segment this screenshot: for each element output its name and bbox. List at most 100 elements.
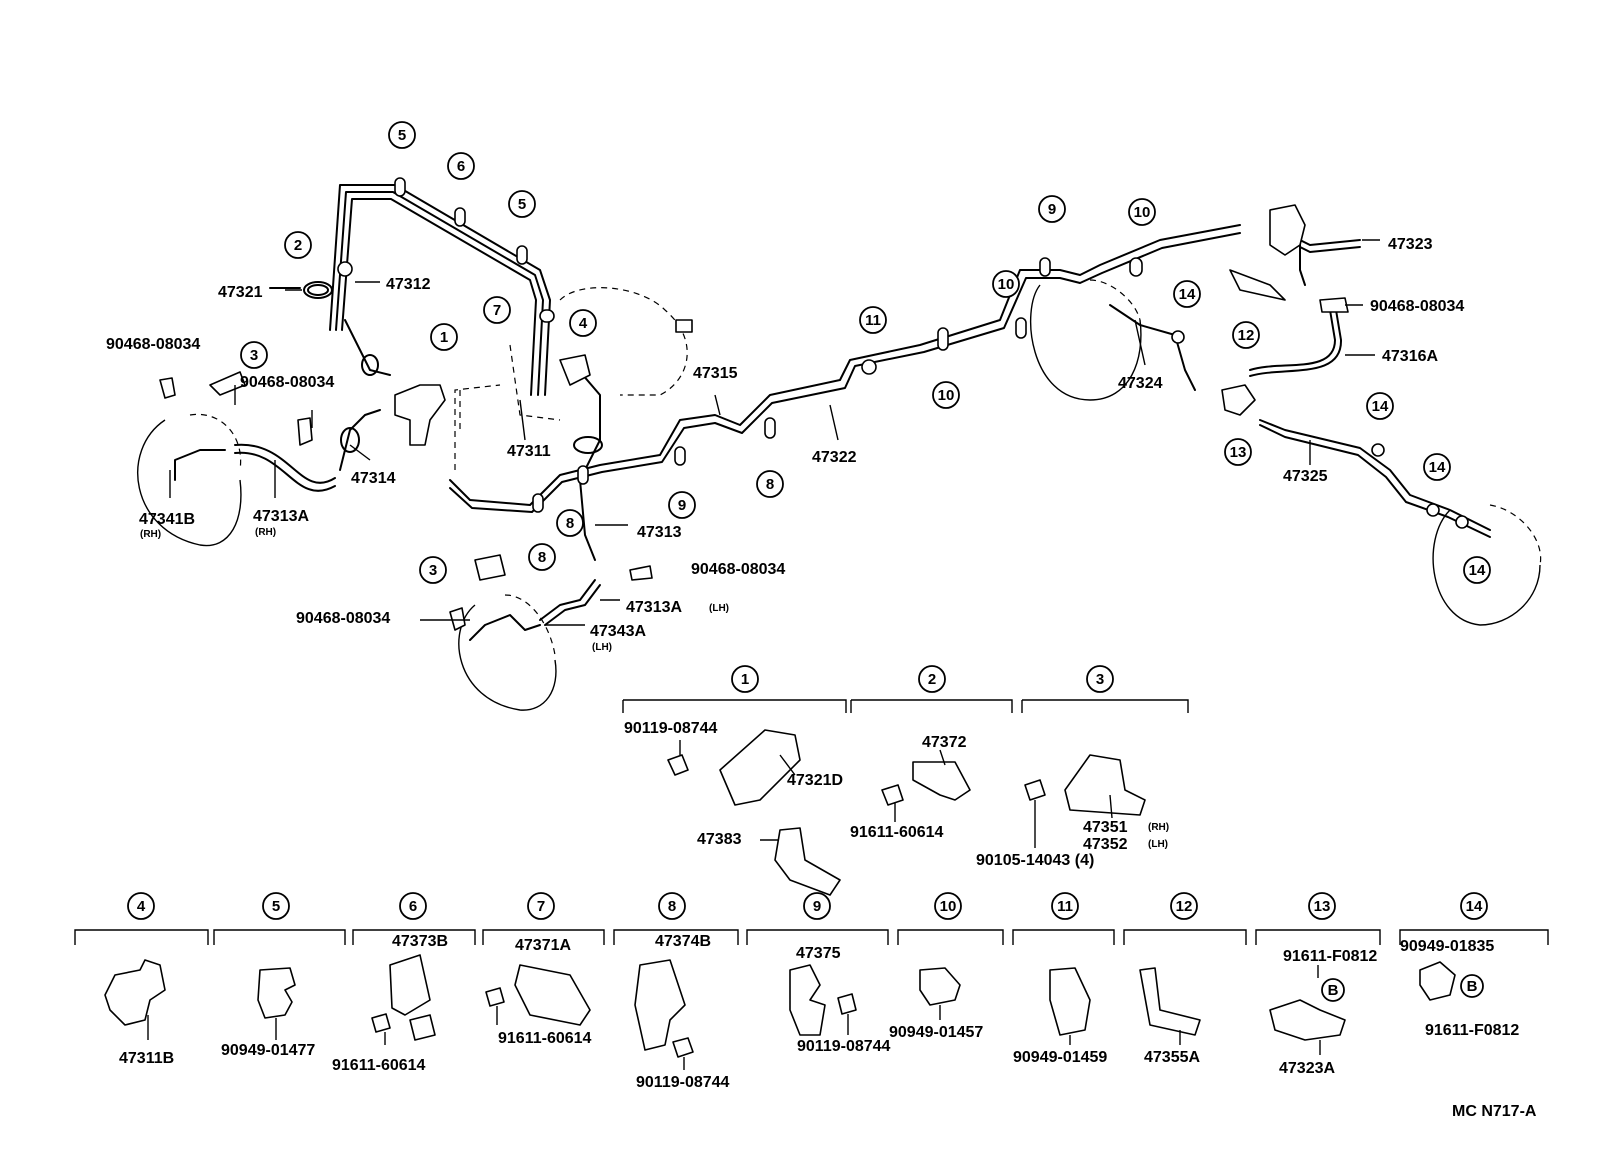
g6-91611-60614: 91611-60614	[332, 1057, 426, 1074]
svg-text:3: 3	[1096, 671, 1104, 688]
clip-icon	[159, 377, 176, 399]
clamp-icon	[337, 261, 353, 277]
clip-icon	[629, 565, 653, 581]
g5-90949-01477: 90949-01477	[221, 1042, 315, 1059]
g8-90119-08744: 90119-08744	[636, 1074, 730, 1091]
g13-47323A: 47323A	[1279, 1060, 1335, 1077]
wheel-outlines	[137, 279, 1542, 711]
callout-6: 6	[447, 152, 475, 180]
svg-text:10: 10	[938, 387, 955, 404]
part-90468-08034-d: 90468-08034	[296, 610, 390, 627]
svg-text:13: 13	[1314, 898, 1331, 915]
clamp-47373B-icon	[389, 954, 431, 1016]
g14-91611-F0812: 91611-F0812	[1425, 1022, 1519, 1039]
part-47314: 47314	[351, 470, 396, 487]
junction-47323A-icon	[1269, 999, 1346, 1041]
clamp-icon	[1015, 317, 1027, 339]
g2-91611-60614: 91611-60614	[850, 824, 944, 841]
g3-side-rh: (RH)	[1148, 822, 1169, 833]
callout-10c: 10	[1128, 198, 1156, 226]
g11-90949-01459: 90949-01459	[1013, 1049, 1107, 1066]
main-part-labels: 47321 47312 90468-08034 90468-08034 4734…	[106, 236, 1464, 653]
bolt-icon	[371, 1013, 391, 1033]
bracket-3-icon	[474, 554, 506, 581]
clamp-icon	[394, 177, 406, 197]
part-47323: 47323	[1388, 236, 1433, 253]
callout-9a: 9	[668, 491, 696, 519]
callout-8a: 8	[556, 509, 584, 537]
callout-14c: 14	[1423, 453, 1451, 481]
g10-90949-01457: 90949-01457	[889, 1024, 983, 1041]
callout-14d: 14	[1463, 556, 1491, 584]
part-90468-08034-a: 90468-08034	[106, 336, 200, 353]
part-47324: 47324	[1118, 375, 1163, 392]
clamp-icon	[532, 493, 544, 513]
svg-text:B: B	[1467, 978, 1478, 995]
clamp-icon	[454, 207, 466, 227]
svg-text:14: 14	[1372, 398, 1389, 415]
callout-7: 7	[483, 296, 511, 324]
clamp-icon	[516, 245, 528, 265]
callout-1: 1	[430, 323, 458, 351]
side-lh-2: (LH)	[592, 642, 612, 653]
g1-90119-08744: 90119-08744	[624, 720, 718, 737]
g3-47352: 47352	[1083, 836, 1128, 853]
clamp-icon	[1426, 503, 1440, 517]
part-47341B: 47341B	[139, 511, 195, 528]
g9-90119-08744: 90119-08744	[797, 1038, 891, 1055]
bracket-icon	[409, 1014, 436, 1041]
svg-text:6: 6	[409, 898, 417, 915]
callout-5a: 5	[388, 121, 416, 149]
side-rh-1: (RH)	[140, 529, 161, 540]
g8-47374B: 47374B	[655, 933, 711, 950]
rear-valve-icon	[1269, 204, 1306, 256]
svg-text:5: 5	[398, 127, 406, 144]
bolt-icon	[672, 1037, 694, 1058]
part-47313: 47313	[637, 524, 682, 541]
side-rh-2: (RH)	[255, 527, 276, 538]
svg-text:10: 10	[1134, 204, 1151, 221]
part-47321: 47321	[218, 284, 263, 301]
svg-text:8: 8	[538, 549, 546, 566]
svg-text:12: 12	[1238, 327, 1255, 344]
part-47343A: 47343A	[590, 623, 646, 640]
bracket-3-icon	[209, 371, 246, 396]
svg-text:8: 8	[566, 515, 574, 532]
detail-groups-row2: 4 5 6 7 8 9 10 11 12 13 14 47311B 90949-…	[74, 892, 1549, 1091]
valve-47321D-icon	[719, 729, 801, 806]
callout-14b: 14	[1366, 392, 1394, 420]
bolt-icon	[837, 993, 857, 1015]
callout-5b: 5	[508, 190, 536, 218]
part-90468-08034-c: 90468-08034	[691, 561, 785, 578]
clamp-47374B-icon	[634, 959, 686, 1051]
side-lh-1: (LH)	[709, 603, 729, 614]
detail-groups-row1: 1 2 3 90119-08744 47321D 47383 47372 916…	[622, 665, 1189, 896]
bolt-icon	[667, 754, 689, 776]
clamp-47375-icon	[789, 964, 826, 1036]
callout-4: 4	[569, 309, 597, 337]
g3-side-lh: (LH)	[1148, 839, 1168, 850]
proportioning-valve-icon	[394, 384, 446, 446]
diagram-code: MC N717-A	[1452, 1103, 1537, 1120]
bracket-47383-icon	[774, 827, 841, 896]
part-47322: 47322	[812, 449, 857, 466]
g3-47351: 47351	[1083, 819, 1128, 836]
g14-90949-01835: 90949-01835	[1400, 938, 1494, 955]
g6-47373B: 47373B	[392, 933, 448, 950]
clamp-icon	[861, 359, 877, 375]
clamp-icon	[937, 327, 949, 351]
svg-text:B: B	[1328, 982, 1339, 999]
main-components	[159, 177, 1469, 631]
part-90468-08034-b: 90468-08034	[240, 374, 334, 391]
bracket-47355A-icon	[1139, 967, 1201, 1036]
callout-2: 2	[284, 231, 312, 259]
svg-text:6: 6	[457, 158, 465, 175]
part-47311: 47311	[507, 443, 551, 460]
svg-text:14: 14	[1429, 459, 1446, 476]
bolt-icon	[881, 784, 904, 806]
callout-13a: 13	[1224, 438, 1252, 466]
clamp-icon	[764, 417, 776, 439]
part-47313A-lh: 47313A	[626, 599, 682, 616]
clamp-icon	[1129, 257, 1143, 277]
